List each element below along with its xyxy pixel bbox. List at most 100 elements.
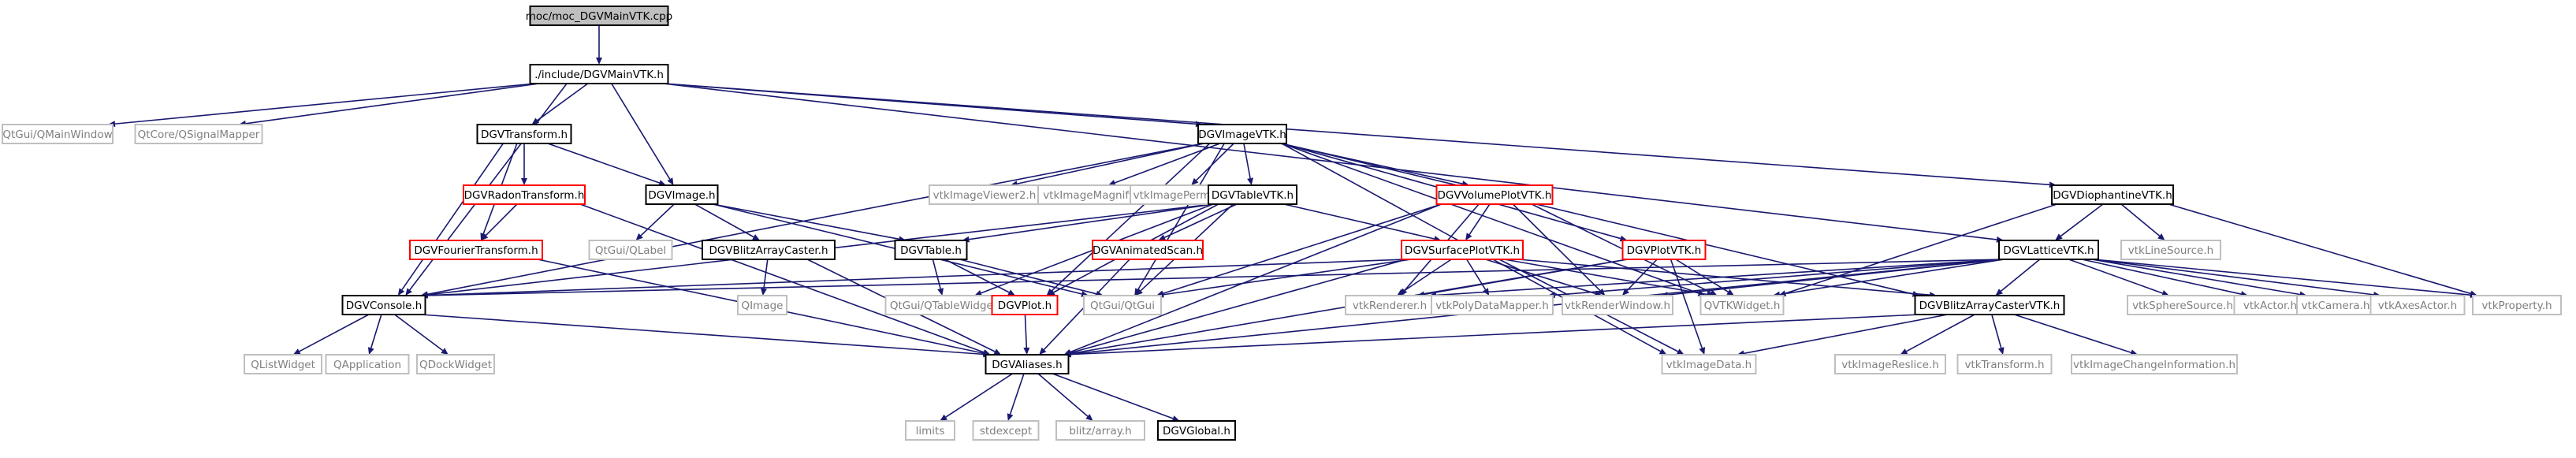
node-stdexcept[interactable]: stdexcept: [972, 420, 1040, 441]
node-imagechangeinfo[interactable]: vtkImageChangeInformation.h: [2071, 354, 2238, 374]
node-blitzcaster[interactable]: DGVBlitzArrayCaster.h: [702, 240, 836, 260]
node-global[interactable]: DGVGlobal.h: [1157, 420, 1236, 441]
node-latticevtk[interactable]: DGVLatticeVTK.h: [1998, 240, 2099, 260]
node-box: [1083, 295, 1162, 315]
node-radon[interactable]: DGVRadonTransform.h: [463, 184, 586, 205]
edge-line: [485, 203, 518, 236]
edge-line: [1785, 203, 2057, 294]
edge-line: [1675, 259, 1729, 292]
edge-line: [1164, 203, 1238, 238]
node-qlabel[interactable]: QtGui/QLabel: [588, 240, 673, 260]
edge-line: [1243, 143, 1251, 179]
node-surfaceplot[interactable]: DGVSurfacePlotVTK.h: [1401, 240, 1524, 260]
node-volumeplot[interactable]: DGVVolumePlotVTK.h: [1435, 184, 1554, 205]
node-label: DGVSurfacePlotVTK.h: [1405, 244, 1520, 257]
node-qapplication[interactable]: QApplication: [325, 354, 410, 374]
node-qdockwidget[interactable]: QDockWidget: [416, 354, 495, 374]
node-box: [463, 184, 586, 205]
node-box: [929, 184, 1040, 205]
edge-arrowhead: [1676, 348, 1684, 355]
node-moc[interactable]: moc/moc_DGVMainVTK.cpp: [526, 6, 672, 26]
node-renderwindow[interactable]: vtkRenderWindow.h: [1562, 295, 1673, 315]
edge-mainvtk-to-qsignalmapper: [238, 83, 539, 127]
node-dgvplot[interactable]: DGVPlot.h: [991, 295, 1059, 315]
node-qimage[interactable]: QImage: [737, 295, 787, 315]
edge-line: [1469, 203, 1491, 235]
node-mainvtk[interactable]: ./include/DGVMainVTK.h: [529, 64, 669, 84]
node-qtgui[interactable]: QtGui/QtGui: [1083, 295, 1162, 315]
node-qlistwidget[interactable]: QListWidget: [244, 354, 322, 374]
node-qvtkwidget[interactable]: QVTKWidget.h: [1699, 295, 1785, 315]
node-polydatamapper[interactable]: vtkPolyDataMapper.h: [1431, 295, 1554, 315]
node-box: [1208, 184, 1297, 205]
node-label: DGVPlot.h: [998, 300, 1052, 312]
node-box: [244, 354, 322, 374]
node-imageviewer2[interactable]: vtkImageViewer2.h: [929, 184, 1040, 205]
node-label: vtkPolyDataMapper.h: [1435, 300, 1549, 312]
node-linesource[interactable]: vtkLineSource.h: [2120, 240, 2221, 260]
node-table[interactable]: DGVTable.h: [894, 240, 968, 260]
node-aliases[interactable]: DGVAliases.h: [985, 354, 1070, 374]
node-blitzarray[interactable]: blitz/array.h: [1055, 420, 1145, 441]
node-transform[interactable]: DGVTransform.h: [476, 124, 572, 144]
edge-line: [394, 314, 444, 352]
node-vtktransform[interactable]: vtkTransform.h: [1956, 354, 2053, 374]
node-imagereslice[interactable]: vtkImageReslice.h: [1834, 354, 1946, 374]
node-imagedata[interactable]: vtkImageData.h: [1661, 354, 1757, 374]
edge-arrowhead: [2157, 233, 2165, 240]
node-box: [1345, 295, 1435, 315]
edge-plotvtk-to-renderwindow: [1621, 259, 1658, 296]
node-imagevtk[interactable]: DGVImageVTK.h: [1197, 124, 1287, 144]
node-qsignalmapper[interactable]: QtCore/QSignalMapper: [134, 124, 263, 144]
edge-line: [1283, 203, 1435, 240]
edge-blitzcastervtk-to-imagedata: [1737, 314, 1948, 357]
edge-line: [663, 83, 2050, 186]
node-diophantine[interactable]: DGVDiophantineVTK.h: [2051, 184, 2174, 205]
node-box: [1197, 124, 1287, 144]
edge-arrowhead: [1465, 233, 1472, 240]
node-animated[interactable]: DGVAnimatedScan.h: [1092, 240, 1204, 260]
node-label: blitz/array.h: [1069, 425, 1131, 438]
edge-arrowhead: [1598, 288, 1606, 296]
node-axesactor[interactable]: vtkAxesActor.h: [2369, 295, 2466, 315]
node-limits[interactable]: limits: [905, 420, 955, 441]
node-label: moc/moc_DGVMainVTK.cpp: [526, 10, 672, 23]
edge-image-to-qlabel: [635, 203, 675, 240]
node-label: QVTKWidget.h: [1704, 300, 1781, 312]
edge-line: [2014, 314, 2131, 353]
node-box: [529, 64, 669, 84]
node-renderer[interactable]: vtkRenderer.h: [1345, 295, 1435, 315]
node-tablevtk[interactable]: DGVTableVTK.h: [1208, 184, 1297, 205]
edge-line: [401, 143, 504, 291]
edge-arrowhead: [1156, 291, 1164, 298]
node-plotvtk[interactable]: DGVPlotVTK.h: [1621, 240, 1707, 260]
edge-arrowhead: [1107, 180, 1116, 186]
node-label: QtGui/QMainWindow: [2, 128, 112, 141]
node-label: vtkImageViewer2.h: [933, 189, 1037, 202]
node-camera[interactable]: vtkCamera.h: [2296, 295, 2375, 315]
node-box: [2369, 295, 2466, 315]
node-box: [972, 420, 1040, 441]
edge-arrowhead: [397, 288, 405, 296]
node-label: DGVImageVTK.h: [1198, 128, 1286, 141]
edge-image-to-blitzcaster: [694, 203, 760, 240]
node-qmainwindow[interactable]: QtGui/QMainWindow: [2, 124, 114, 144]
node-console[interactable]: DGVConsole.h: [341, 295, 426, 315]
node-property[interactable]: vtkProperty.h: [2472, 295, 2562, 315]
node-label: QtGui/QtGui: [1090, 300, 1155, 312]
node-fourier[interactable]: DGVFourierTransform.h: [409, 240, 543, 260]
edge-line: [1052, 373, 1174, 419]
node-spheresource[interactable]: vtkSphereSource.h: [2127, 295, 2239, 315]
node-box: [416, 354, 495, 374]
node-label: DGVRadonTransform.h: [464, 189, 585, 202]
edge-imagevtk-to-imageviewer2: [1010, 143, 1204, 188]
node-image[interactable]: DGVImage.h: [645, 184, 719, 205]
node-actor[interactable]: vtkActor.h: [2233, 295, 2307, 315]
edge-line: [1196, 143, 1234, 181]
edge-line: [2060, 203, 2104, 237]
node-blitzcastervtk[interactable]: DGVBlitzArrayCasterVTK.h: [1914, 295, 2065, 315]
edge-line: [694, 203, 754, 238]
node-box: [476, 124, 572, 144]
node-qtablewidget[interactable]: QtGui/QTableWidget: [884, 295, 1003, 315]
edge-imagevtk-to-tablevtk: [1243, 143, 1254, 185]
